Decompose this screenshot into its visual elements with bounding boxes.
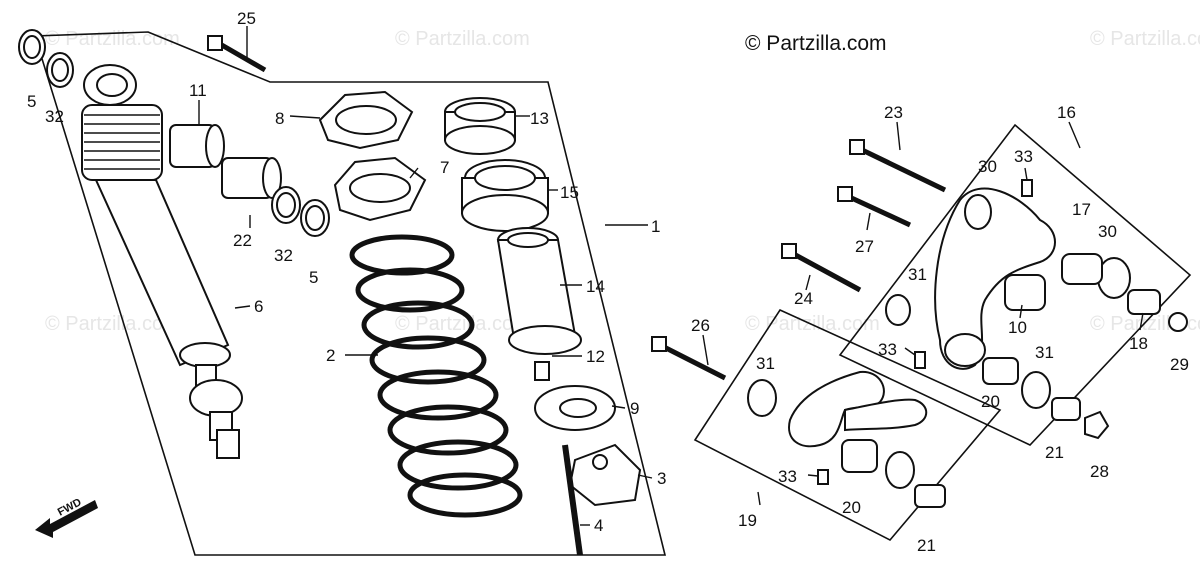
callout-18: 18 (1129, 334, 1148, 353)
callout-22: 22 (233, 231, 252, 250)
ring-32-inner (51, 58, 69, 82)
assembly-box-16 (838, 123, 1192, 446)
callout-33b: 33 (878, 340, 897, 359)
seal-31a (747, 379, 777, 417)
arm-assembly-drawing (651, 139, 1188, 440)
callout-33: 33 (1014, 147, 1033, 166)
callout-33c: 33 (778, 467, 797, 486)
watermark: © Partzilla.com (1090, 28, 1200, 50)
callout-26: 26 (691, 316, 710, 335)
callout-27: 27 (855, 237, 874, 256)
shock-lower-stem (216, 429, 240, 459)
callout-20b: 20 (842, 498, 861, 517)
watermark: © Partzilla.com (395, 28, 530, 50)
collar-20b (841, 439, 878, 473)
assembly-box-19 (693, 308, 1002, 542)
shock-body (94, 179, 230, 367)
callout-30: 30 (978, 157, 997, 176)
link-assembly-drawing (747, 370, 946, 508)
callout-16: 16 (1057, 103, 1076, 122)
callout-9: 9 (630, 399, 639, 418)
callout-2: 2 (326, 346, 335, 365)
lower-hardware-drawing (534, 361, 642, 556)
bushing-10 (1004, 274, 1046, 311)
callout-8: 8 (275, 109, 284, 128)
boot-ribs (84, 114, 160, 170)
bushings-drawing (169, 124, 330, 237)
watermark: © Partzilla.com (395, 313, 530, 335)
nut-28 (1084, 410, 1110, 440)
bushing-18 (1127, 289, 1161, 315)
shock-absorber-drawing (18, 29, 243, 459)
callout-14: 14 (586, 277, 605, 296)
bolt-25-drawing (207, 35, 267, 73)
callout-6: 6 (254, 297, 263, 316)
coil-spring-drawing (349, 234, 523, 518)
callout-20: 20 (981, 392, 1000, 411)
callout-5: 5 (27, 92, 36, 111)
callout-31c: 31 (756, 354, 775, 373)
watermark: © Partzilla.com (45, 28, 180, 50)
callout-21: 21 (1045, 443, 1064, 462)
callout-10: 10 (1008, 318, 1027, 337)
callout-31: 31 (908, 265, 927, 284)
copyright-text: © Partzilla.com (745, 32, 887, 55)
callout-5b: 5 (309, 268, 318, 287)
bracket-3 (568, 443, 642, 507)
shock-lower-eye (189, 379, 243, 417)
callout-30b: 30 (1098, 222, 1117, 241)
callout-7: 7 (440, 158, 449, 177)
callout-31b: 31 (1035, 343, 1054, 362)
hose-4 (562, 444, 583, 556)
callout-13: 13 (530, 109, 549, 128)
callout-24: 24 (794, 289, 813, 308)
seal-31b (885, 451, 915, 489)
callout-17: 17 (1072, 200, 1091, 219)
bump-stop-drawing (444, 97, 582, 355)
callout-25: 25 (237, 9, 256, 28)
callout-labels: 5 32 25 11 8 13 7 15 1 6 22 32 5 2 14 12… (27, 9, 1189, 555)
ring-5-inner (23, 35, 41, 59)
callout-29: 29 (1170, 355, 1189, 374)
leader-lines (198, 26, 1144, 526)
fwd-arrow: FWD (35, 496, 98, 538)
callout-12: 12 (586, 347, 605, 366)
callout-21b: 21 (917, 536, 936, 555)
callout-11: 11 (189, 81, 207, 100)
collar-21b (914, 484, 946, 508)
callout-23: 23 (884, 103, 903, 122)
screw-12 (534, 361, 550, 381)
callout-15: 15 (560, 183, 579, 202)
callout-3: 3 (657, 469, 666, 488)
collar-20 (982, 357, 1019, 385)
grease-33b (817, 469, 829, 485)
callout-1: 1 (651, 217, 660, 236)
spring-seats-drawing (318, 90, 427, 222)
nut-29 (1168, 312, 1188, 332)
bushing-17 (1061, 253, 1103, 285)
callout-32b: 32 (274, 246, 293, 265)
callout-28: 28 (1090, 462, 1109, 481)
callout-4: 4 (594, 516, 603, 535)
callout-32: 32 (45, 107, 64, 126)
collar-21 (1051, 397, 1081, 421)
callout-19: 19 (738, 511, 757, 530)
watermark: © Partzilla.com (45, 313, 180, 335)
